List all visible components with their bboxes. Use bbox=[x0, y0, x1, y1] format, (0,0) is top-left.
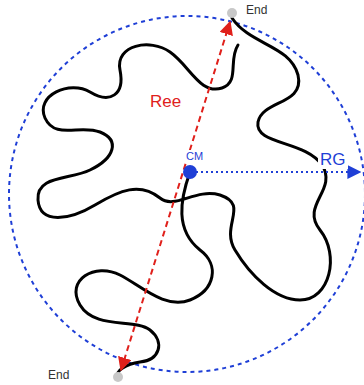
gyration-radius-arrow bbox=[196, 171, 360, 173]
end-label: End bbox=[46, 368, 71, 382]
center-of-mass-dot bbox=[183, 165, 197, 179]
end-to-end-arrow bbox=[121, 22, 230, 370]
gyration-radius-label: RG bbox=[318, 150, 348, 169]
end-label: End bbox=[244, 3, 269, 17]
center-of-mass-label: CM bbox=[184, 150, 205, 163]
chain-end-dot bbox=[113, 372, 123, 382]
chain-end-dot bbox=[227, 8, 237, 18]
polymer-chain bbox=[38, 18, 330, 376]
end-to-end-distance-label: Ree bbox=[148, 92, 183, 111]
